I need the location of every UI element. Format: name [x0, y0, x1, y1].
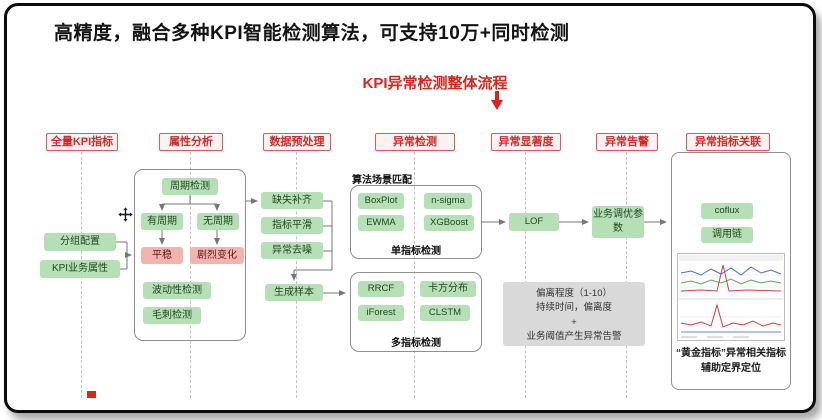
move-cursor-icon — [117, 206, 134, 227]
call-chain-chip: 调用链 — [701, 227, 753, 243]
alert-note-line: 偏离程度（1-10） — [535, 288, 612, 299]
attribute-analysis-box — [134, 169, 246, 341]
column-guide-line — [414, 152, 415, 398]
algo-boxplot-chip: BoxPlot — [358, 193, 404, 209]
algo-xgboost-chip: XGBoost — [424, 215, 474, 231]
period-detection-chip: 周期检测 — [162, 178, 218, 195]
scene-match-label: 算法场景匹配 — [352, 175, 412, 186]
stationary-chip: 平稳 — [141, 247, 183, 264]
algo-rrcf-chip: RRCF — [358, 281, 404, 297]
alert-note-line: + — [571, 316, 577, 328]
correlation-caption: “黄金指标”异常相关指标 辅助定界定位 — [673, 347, 789, 376]
single-metric-detection-box — [350, 185, 482, 259]
algo-chisquare-chip: 卡方分布 — [420, 281, 476, 297]
glitch-detection-chip: 毛刺检测 — [143, 307, 201, 324]
generate-sample-chip: 生成样本 — [265, 284, 323, 301]
algo-coflux-chip: coflux — [701, 203, 753, 219]
red-marker-icon — [87, 391, 96, 398]
algo-nsigma-chip: n-sigma — [424, 193, 472, 209]
column-guide-line — [626, 152, 627, 398]
no-period-chip: 无周期 — [197, 213, 239, 230]
alert-rule-note: 偏离程度（1-10） 持续时间，偏离度 + 业务阈值产生异常告警 — [503, 282, 645, 346]
preprocess-step-missing-fill: 缺失补齐 — [261, 192, 323, 209]
column-header-significance: 异常显著度 — [491, 133, 561, 151]
multi-metric-label: 多指标检测 — [391, 338, 441, 349]
algo-clstm-chip: CLSTM — [420, 305, 470, 321]
alert-note-line: 持续时间，偏离度 — [535, 302, 612, 314]
preprocess-step-denoise: 异常去噪 — [261, 242, 323, 259]
caption-line: “黄金指标”异常相关指标 — [676, 348, 786, 359]
flow-diagram-title: KPI异常检测整体流程 — [362, 75, 508, 92]
slide-frame — [4, 3, 816, 413]
kpi-input-business-attr: KPI业务属性 — [40, 260, 120, 278]
metric-chart-thumbnail — [677, 253, 785, 341]
lof-chip: LOF — [509, 213, 559, 231]
page-title: 高精度，融合多种KPI智能检测算法，可支持10万+同时检测 — [54, 23, 570, 44]
column-guide-line — [296, 152, 297, 398]
algo-ewma-chip: EWMA — [358, 215, 404, 231]
single-metric-label: 单指标检测 — [391, 246, 441, 257]
column-header-correlation: 异常指标关联 — [686, 133, 770, 151]
column-header-all-kpi: 全量KPI指标 — [46, 133, 118, 151]
column-header-attribute: 属性分析 — [159, 133, 223, 151]
column-header-preprocess: 数据预处理 — [263, 133, 331, 151]
caption-line: 辅助定界定位 — [701, 362, 761, 374]
algo-iforest-chip: iForest — [358, 305, 404, 321]
column-header-detection: 异常检测 — [375, 133, 455, 151]
correlation-box — [671, 152, 791, 390]
volatility-detection-chip: 波动性检测 — [143, 282, 211, 299]
red-down-arrow-icon — [489, 91, 505, 116]
column-guide-line — [525, 152, 526, 398]
business-tuning-chip: 业务调优参数 — [592, 206, 644, 238]
column-header-alert: 异常告警 — [596, 133, 658, 151]
multi-metric-detection-box — [350, 272, 482, 352]
has-period-chip: 有周期 — [141, 213, 183, 230]
drastic-change-chip: 剧烈变化 — [190, 247, 244, 264]
column-guide-line — [190, 152, 191, 398]
kpi-input-group-config: 分组配置 — [44, 233, 116, 251]
alert-note-line: 业务阈值产生异常告警 — [526, 330, 622, 342]
preprocess-step-smoothing: 指标平滑 — [261, 217, 323, 234]
